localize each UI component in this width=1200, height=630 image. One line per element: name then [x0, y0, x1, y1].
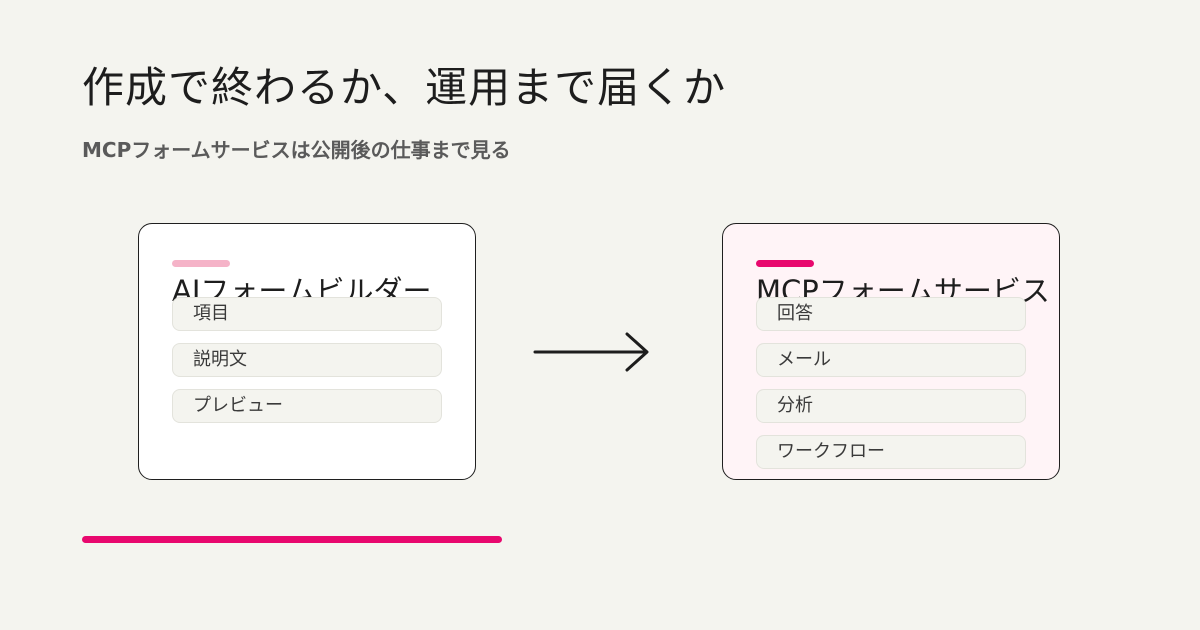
card-item-list: 回答 メール 分析 ワークフロー — [756, 297, 1026, 479]
page-title: 作成で終わるか、運用まで届くか — [82, 63, 727, 112]
card-item: 説明文 — [172, 343, 442, 377]
card-accent-bar — [172, 260, 230, 267]
card-item: 分析 — [756, 389, 1026, 423]
mcp-form-service-card: MCPフォームサービス 回答 メール 分析 ワークフロー — [722, 223, 1060, 480]
card-accent-bar — [756, 260, 814, 267]
card-item: 項目 — [172, 297, 442, 331]
card-item: 回答 — [756, 297, 1026, 331]
ai-form-builder-card: AIフォームビルダー 項目 説明文 プレビュー — [138, 223, 476, 480]
page-subtitle: MCPフォームサービスは公開後の仕事まで見る — [82, 138, 511, 162]
card-item: プレビュー — [172, 389, 442, 423]
card-item-list: 項目 説明文 プレビュー — [172, 297, 442, 435]
card-item: ワークフロー — [756, 435, 1026, 469]
arrow-right-icon — [533, 332, 649, 372]
accent-underline — [82, 536, 502, 543]
card-item: メール — [756, 343, 1026, 377]
